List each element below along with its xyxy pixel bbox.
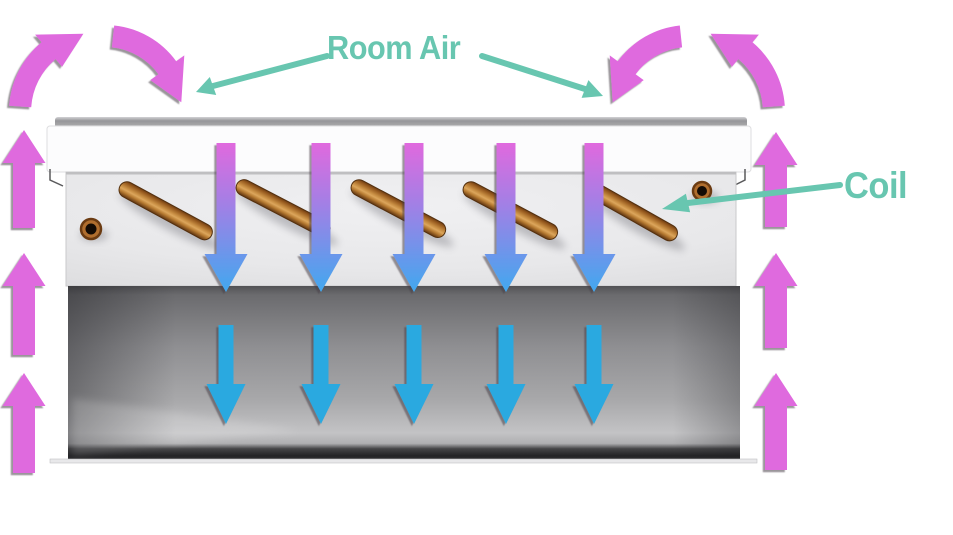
- riser-arrows: [2, 130, 798, 473]
- cabinet-bottom-lip: [49, 458, 758, 464]
- coil-tube-end-bore-2: [697, 186, 707, 196]
- riser-arrow-left-3: [2, 373, 46, 473]
- label-pointer-arrows: [196, 53, 843, 213]
- room-air-label: Room Air: [327, 29, 461, 66]
- riser-arrow-left-2: [2, 253, 46, 355]
- coil-pointer-head: [662, 193, 691, 213]
- circulation-arrow-left-outer: [9, 33, 84, 108]
- coil-tube-end-bore-1: [85, 223, 97, 235]
- circulation-arrow-right-inner: [609, 25, 683, 103]
- coil-tube-1: [118, 181, 213, 241]
- riser-arrow-right-3: [754, 373, 798, 470]
- riser-arrow-right-1: [754, 132, 798, 227]
- cavity-sheen: [72, 398, 300, 456]
- circulation-arrow-right-outer: [710, 33, 785, 108]
- cool-supply-arrow-3: [392, 143, 436, 292]
- cool-supply-arrow-5: [572, 143, 616, 292]
- cool-supply-arrows: [204, 143, 616, 292]
- cool-supply-arrow-2: [299, 143, 343, 292]
- discharge-arrow-2: [301, 325, 341, 424]
- circulation-arrows: [9, 25, 785, 108]
- cool-supply-arrow-4: [484, 143, 528, 292]
- cool-supply-arrow-1: [204, 143, 248, 292]
- cabinet-valance: [46, 125, 752, 173]
- room-air-pointer-right-line: [479, 53, 588, 92]
- room-air-pointer-right-head: [581, 80, 603, 98]
- room-air-pointer-left-head: [196, 77, 217, 95]
- discharge-arrow-4: [486, 325, 526, 424]
- discharge-arrow-3: [394, 325, 434, 424]
- cabinet: [46, 117, 758, 464]
- cabinet-top-plate: [55, 117, 747, 128]
- discharge-arrow-5: [574, 325, 614, 424]
- riser-arrow-left-1: [2, 130, 46, 228]
- discharge-arrow-1: [206, 325, 246, 424]
- coil-label: Coil: [844, 165, 908, 206]
- valance-right-notch: [732, 169, 746, 187]
- circulation-arrow-left-inner: [111, 25, 185, 103]
- discharge-arrows: [206, 325, 614, 424]
- riser-arrow-right-2: [754, 253, 798, 348]
- coil-section-top-edge: [66, 172, 736, 175]
- room-air-pointer-left-line: [210, 53, 330, 89]
- valance-left-notch: [49, 169, 64, 187]
- coil-pointer-line: [685, 182, 843, 206]
